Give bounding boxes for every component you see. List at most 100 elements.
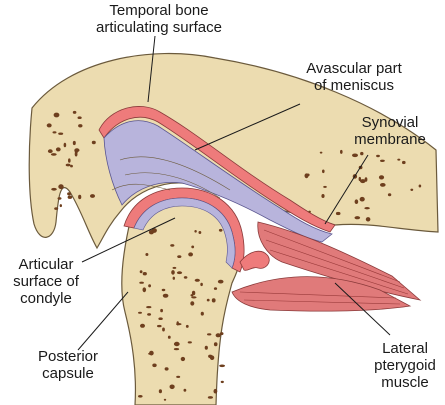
bone-dot <box>172 266 177 269</box>
bone-dot <box>167 335 171 339</box>
bone-dot <box>190 301 195 306</box>
label-temporal-bone: Temporal bone articulating surface <box>96 2 222 36</box>
bone-dot <box>145 253 149 256</box>
leader-temporal-bone <box>147 35 156 103</box>
bone-dot <box>378 175 385 180</box>
label-synovial-membrane: Synovial membrane <box>354 114 426 148</box>
bone-dot <box>142 272 147 276</box>
label-lateral-pterygoid: Lateral pterygoid muscle <box>374 340 436 391</box>
leader-synovial-membrane <box>324 154 369 225</box>
bone-dot <box>46 123 52 128</box>
bone-dot <box>206 298 210 302</box>
bone-dot <box>418 184 422 188</box>
bone-dot <box>410 188 414 191</box>
bone-dot <box>213 342 218 347</box>
bone-dot <box>65 163 71 167</box>
bone-dot <box>67 195 73 199</box>
bone-dot <box>188 252 194 257</box>
bone-dot <box>78 124 83 128</box>
bone-dot <box>148 230 154 235</box>
bone-dot <box>380 159 385 162</box>
lateral-pterygoid-muscle <box>231 221 422 312</box>
bone-dot <box>204 345 208 350</box>
bone-dot <box>171 270 175 275</box>
bone-dot <box>198 231 202 234</box>
bone-dot <box>200 282 203 287</box>
bone-dot <box>147 313 152 316</box>
bone-dot <box>148 284 152 288</box>
bone-dot <box>70 164 73 168</box>
leader-posterior-capsule <box>77 291 129 351</box>
bone-dot <box>58 184 64 190</box>
bone-dot <box>180 356 186 362</box>
bone-dot <box>160 308 164 313</box>
bone-dot <box>140 323 145 328</box>
bone-dot <box>57 197 62 200</box>
bone-dot <box>173 341 180 347</box>
temporal-articular-cartilage <box>98 106 336 233</box>
bone-dot <box>185 324 189 328</box>
bone-dot <box>74 151 78 157</box>
bone-dot <box>217 279 224 284</box>
bone-dot <box>335 211 341 216</box>
bone-dot <box>219 364 226 368</box>
bone-dot <box>194 278 200 282</box>
bone-dot <box>376 154 380 158</box>
bone-dot <box>47 149 53 154</box>
bone-dot <box>139 270 143 274</box>
bone-dot <box>91 140 96 145</box>
label-avascular-meniscus: Avascular part of meniscus <box>306 60 402 94</box>
bone-dot <box>321 194 325 198</box>
bone-dot <box>194 230 197 233</box>
synovial-membrane <box>239 250 270 271</box>
bone-dot <box>158 317 163 321</box>
bone-dot <box>200 311 204 316</box>
bone-dot <box>213 287 218 290</box>
bone-dot <box>213 388 218 394</box>
bone-dot <box>142 287 147 293</box>
bone-dot <box>164 367 169 371</box>
bone-dot <box>138 395 143 398</box>
bone-dot <box>72 110 77 114</box>
bone-dot <box>158 389 162 394</box>
bone-dot <box>354 199 359 204</box>
bone-dot <box>380 183 386 187</box>
bone-dot <box>308 210 311 213</box>
bone-dot <box>67 192 72 196</box>
bone-dot <box>191 290 196 296</box>
bone-dot <box>187 341 192 344</box>
leader-lateral-pterygoid <box>334 282 391 336</box>
bone-dot <box>152 363 157 368</box>
bone-dot <box>173 348 180 351</box>
bone-dot <box>176 271 183 275</box>
bone-dot <box>352 153 358 158</box>
bone-dot <box>358 176 361 182</box>
disc-fibers <box>111 156 231 199</box>
bone-dot <box>207 396 213 399</box>
bone-dot <box>304 173 309 179</box>
bone-dot <box>74 148 80 153</box>
bone-dot <box>176 321 179 326</box>
bone-dot <box>360 151 364 156</box>
bone-dot <box>63 142 67 148</box>
condylar-disc-band <box>133 197 236 269</box>
bone-dot <box>78 194 82 200</box>
bone-dot <box>176 375 181 378</box>
bone-dot <box>322 169 325 174</box>
bone-dot <box>90 194 95 198</box>
bone-dot <box>177 255 182 258</box>
bone-dot <box>215 333 221 338</box>
bone-dot <box>359 196 365 202</box>
bone-dot <box>138 311 142 314</box>
bone-dot <box>323 185 327 188</box>
label-articular-condyle: Articular surface of condyle <box>13 256 79 307</box>
bone-dot <box>183 388 187 392</box>
bone-dot <box>191 245 195 249</box>
bone-dot <box>219 332 224 336</box>
bone-dot <box>170 244 175 247</box>
bone-dot <box>354 216 361 220</box>
bone-dot <box>161 288 166 292</box>
bone-dot <box>387 193 392 197</box>
